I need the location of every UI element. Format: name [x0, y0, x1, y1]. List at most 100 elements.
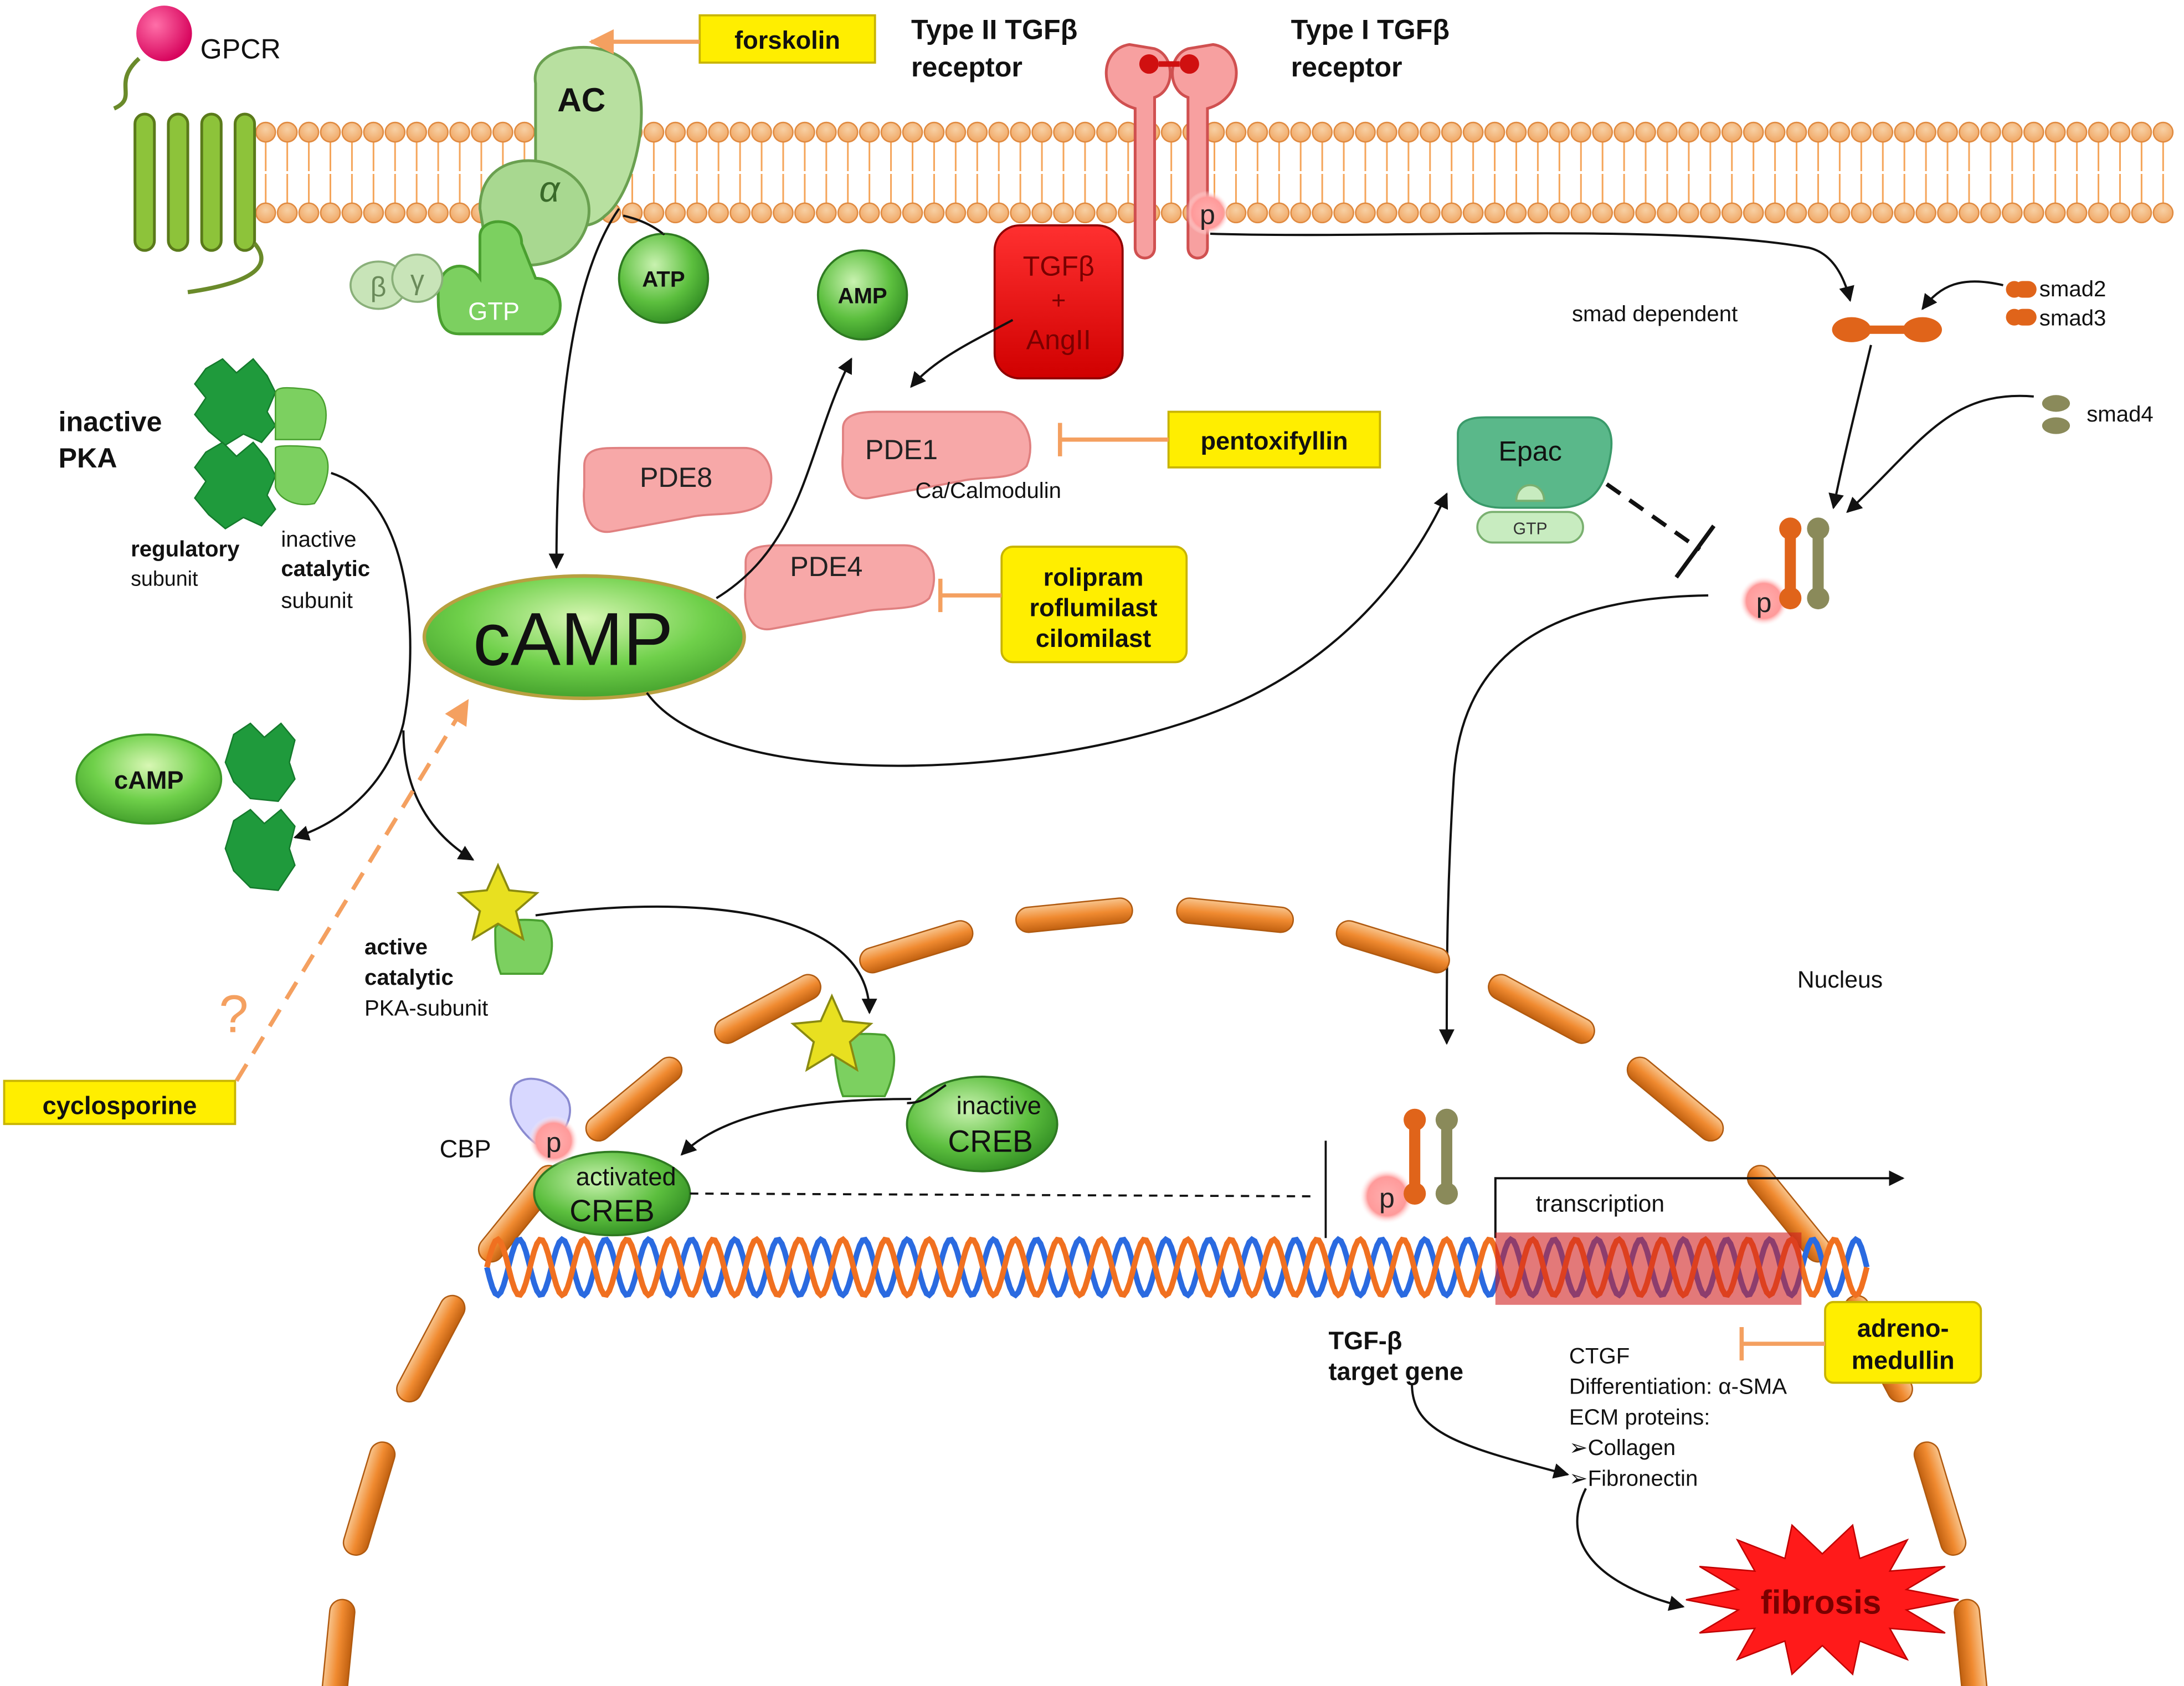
inactive-catalytic-label-2: catalytic: [281, 556, 370, 581]
camp-bound-regulatory: cAMP: [75, 722, 296, 891]
amp-molecule: AMP: [816, 249, 908, 341]
inactive-creb: inactive CREB: [906, 1076, 1058, 1173]
tgfb-angii-box: TGFβ + AngII: [993, 224, 1124, 380]
fibrosis-burst: fibrosis: [1685, 1524, 1959, 1676]
ac-label: AC: [557, 81, 605, 119]
adenylyl-cyclase: AC α GTP β γ: [350, 45, 643, 336]
epac-inhibition: [1605, 482, 1716, 579]
gpcr-ligand: [136, 6, 192, 61]
inactive-pka-label: inactive: [58, 407, 162, 438]
active-catalytic-label: active: [364, 934, 428, 959]
receptor-to-smad-arrow: [1210, 232, 1854, 302]
inactive-catalytic-label: inactive: [281, 527, 356, 552]
camp-to-epac-arrow: [646, 492, 1448, 767]
adreno-label: adreno-: [1857, 1314, 1949, 1343]
phospho-glow: [528, 1116, 579, 1166]
pka-to-active-catalytic-arrow: [402, 730, 475, 861]
creb-smad-interaction: [690, 1192, 1315, 1197]
ligand-dot: [1179, 54, 1199, 74]
cbp-label: CBP: [440, 1135, 491, 1163]
type2-receptor: [1104, 43, 1172, 260]
forskolin-box: forskolin: [698, 14, 876, 64]
active-catalytic-label-2: catalytic: [364, 965, 454, 990]
roflumilast-label: roflumilast: [1030, 594, 1158, 622]
plus-label: +: [1051, 286, 1066, 315]
atp-molecule: ATP: [618, 233, 710, 324]
gtp-label: GTP: [468, 297, 520, 326]
nuclear-envelope-segment: [1913, 1441, 1967, 1556]
epac-gtp-label: GTP: [1513, 520, 1548, 538]
phospho-glow: [1185, 191, 1230, 235]
adrenomedullin-inhibition: [1739, 1327, 1826, 1361]
nuclear-envelope-segment: [1488, 974, 1595, 1044]
smad2-label: smad2: [2039, 276, 2106, 301]
smad-complex-cytoplasm: p: [1739, 517, 1830, 626]
pde4-inhibition: [938, 578, 1002, 613]
smad-to-nucleus-arrow: [1438, 594, 1709, 1045]
type1-receptor-label-2: receptor: [1291, 52, 1402, 83]
cbp-creb-complex: CBP activated CREB p: [440, 1077, 691, 1237]
signaling-arrows: [293, 208, 2034, 1611]
fibrotic-products: CTGF Differentiation: α-SMA ECM proteins…: [1569, 1343, 1787, 1490]
ctgf-label: CTGF: [1569, 1343, 1630, 1368]
phospho-p-receptor: p: [1200, 199, 1215, 230]
inactive-creb-label: inactive: [957, 1092, 1041, 1120]
cilomilast-label: cilomilast: [1036, 624, 1151, 652]
pde4-inhibitors-box: rolipram roflumilast cilomilast: [1000, 546, 1188, 664]
activated-creb-label: activated: [576, 1163, 676, 1191]
camp-small-label: cAMP: [114, 766, 184, 794]
nuclear-envelope-segment: [1954, 1598, 1990, 1686]
beta-label: β: [371, 271, 387, 302]
adrenomedullin-box: adreno- medullin: [1824, 1301, 1982, 1384]
smad3-label: smad3: [2039, 306, 2106, 331]
gpcr-receptor: GPCR: [113, 6, 281, 295]
gtp-bound-unit: [436, 220, 562, 336]
collagen-label: ➢Collagen: [1569, 1435, 1676, 1460]
type1-receptor-label: Type I TGFβ: [1291, 14, 1450, 45]
cyclosporine-label: cyclosporine: [43, 1092, 197, 1120]
pentoxifyllin-box: pentoxifyllin: [1167, 410, 1381, 469]
products-to-fibrosis-arrow: [1576, 1488, 1685, 1611]
ligand-dot: [1139, 54, 1159, 74]
nuclear-envelope-segment: [714, 974, 821, 1044]
tgfb-label: TGFβ: [1023, 250, 1094, 281]
pde4-label: PDE4: [790, 551, 862, 582]
differentiation-label: Differentiation: α-SMA: [1569, 1374, 1787, 1399]
target-gene-label-2: target gene: [1328, 1357, 1463, 1385]
gpcr-label: GPCR: [201, 34, 281, 65]
active-catalytic-label-3: PKA-subunit: [364, 995, 488, 1020]
cyclosporine-dashed-arrow: [234, 698, 470, 1082]
ecm-label: ECM proteins:: [1569, 1405, 1710, 1430]
transcription-arrow: [1494, 1170, 1905, 1238]
type2-receptor-label-2: receptor: [911, 52, 1022, 83]
pde1-label: PDE1: [865, 434, 938, 465]
smad-complex-nuclear: p: [1324, 1108, 1458, 1238]
smad4: smad4: [2042, 395, 2154, 434]
question-mark: ?: [219, 985, 248, 1044]
rolipram-label: rolipram: [1044, 563, 1144, 591]
pentoxifyllin-label: pentoxifyllin: [1200, 426, 1348, 455]
active-catalytic-pka: active catalytic PKA-subunit: [364, 862, 553, 1020]
target-gene-label: TGF-β: [1328, 1327, 1402, 1355]
nuclear-envelope-segment: [1335, 920, 1450, 974]
pde1: PDE1 Ca/Calmodulin: [841, 410, 1061, 503]
phospho-p-nuclear: p: [1379, 1183, 1395, 1214]
activated-creb-label-2: CREB: [569, 1194, 655, 1228]
pde8-label: PDE8: [640, 462, 712, 493]
pde4: PDE4: [744, 544, 936, 631]
smad-dependent-label: smad dependent: [1572, 301, 1738, 326]
pde8: PDE8: [583, 446, 773, 533]
regulatory-label-2: subunit: [131, 567, 198, 590]
phospho-p-creb: p: [546, 1127, 562, 1158]
cyclosporine-box: cyclosporine: [3, 1080, 237, 1125]
type2-receptor-label: Type II TGFβ: [911, 14, 1077, 45]
camp-to-amp-arrow: [716, 357, 852, 599]
alpha-label: α: [539, 169, 561, 209]
gene-to-products-arrow: [1411, 1384, 1570, 1479]
gamma-label: γ: [410, 264, 424, 295]
tgfb-to-pde1-arrow: [910, 318, 1014, 388]
angii-label: AngII: [1026, 324, 1091, 355]
pentoxifyllin-inhibition: [1057, 423, 1169, 456]
nuclear-envelope-segment: [342, 1441, 396, 1556]
